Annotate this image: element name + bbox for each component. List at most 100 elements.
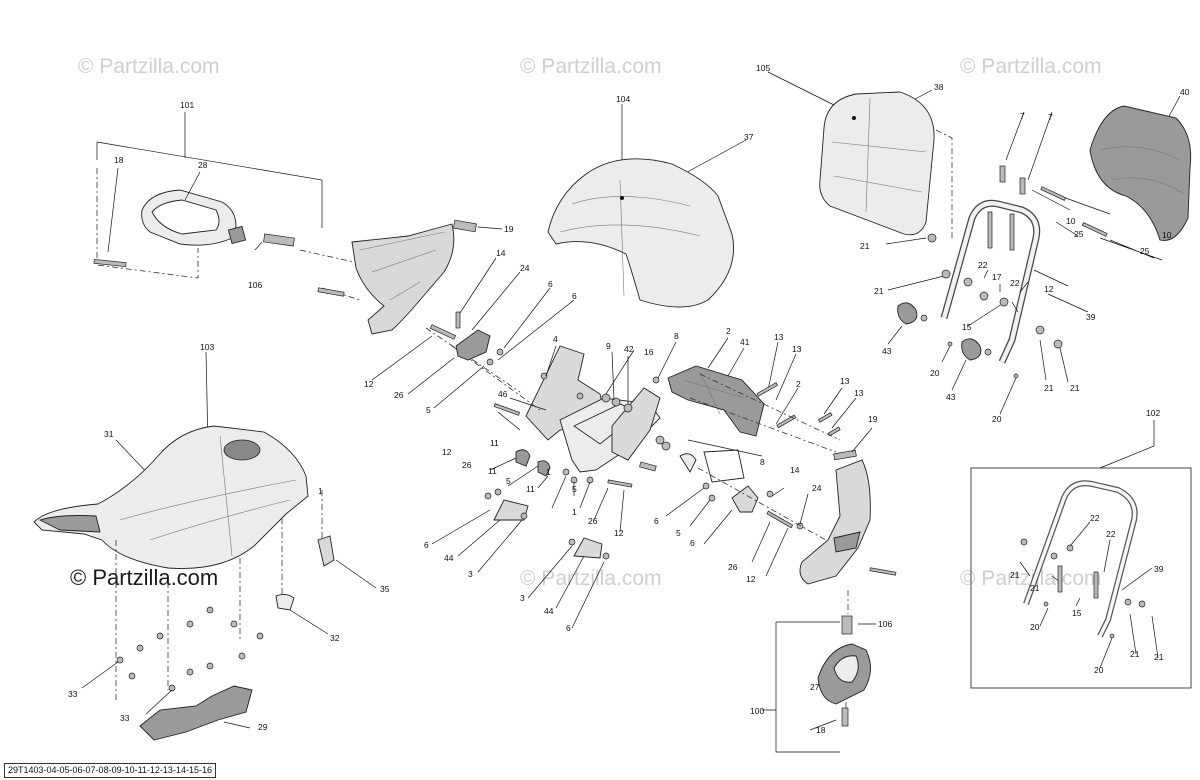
callout-18: 18 xyxy=(114,155,124,165)
callout-4: 4 xyxy=(553,334,558,344)
callout-5c: 5 xyxy=(572,484,577,494)
callout-21h: 21 xyxy=(1154,652,1164,662)
callout-21g: 21 xyxy=(1130,649,1140,659)
callout-103: 103 xyxy=(200,342,214,352)
callout-5b: 5 xyxy=(506,476,511,486)
callout-5a: 5 xyxy=(426,405,431,415)
callout-1a: 1 xyxy=(546,467,551,477)
callout-12b: 12 xyxy=(364,379,374,389)
callout-20c: 20 xyxy=(1030,622,1040,632)
callout-13d: 13 xyxy=(854,388,864,398)
callout-22a: 22 xyxy=(978,260,988,270)
callout-43a: 43 xyxy=(882,346,892,356)
callout-12d: 12 xyxy=(614,528,624,538)
callout-26c: 26 xyxy=(588,516,598,526)
watermark-mid-right: © Partzilla.com xyxy=(960,567,1102,590)
callout-14b: 14 xyxy=(790,465,800,475)
callout-12a: 12 xyxy=(1044,284,1054,294)
callout-46: 46 xyxy=(498,389,508,399)
callout-18b: 18 xyxy=(816,725,826,735)
callout-11b: 11 xyxy=(490,438,499,448)
callout-12e: 12 xyxy=(746,574,756,584)
callout-31: 31 xyxy=(104,429,114,439)
callout-11c: 11 xyxy=(526,484,535,494)
seat-104 xyxy=(547,104,747,308)
callout-10b: 10 xyxy=(1162,230,1172,240)
callout-22d: 22 xyxy=(1106,529,1116,539)
seat-103 xyxy=(33,351,377,741)
callout-13b: 13 xyxy=(792,344,802,354)
lower-center-parts xyxy=(431,449,841,629)
callout-28: 28 xyxy=(198,160,208,170)
callout-105: 105 xyxy=(756,63,770,73)
callout-29: 29 xyxy=(258,722,268,732)
luggage-rack-39 xyxy=(885,111,1163,415)
callout-38: 38 xyxy=(934,82,944,92)
group-102-box xyxy=(970,420,1192,689)
callout-26a: 26 xyxy=(394,390,404,400)
callout-21c: 21 xyxy=(1044,383,1054,393)
latch-44b xyxy=(573,537,603,559)
callout-101: 101 xyxy=(180,100,194,110)
latch-44a xyxy=(493,499,529,521)
callout-7a: 7 xyxy=(1020,111,1025,121)
callout-1b: 1 xyxy=(572,507,577,517)
callout-11a: 11 xyxy=(488,466,497,476)
backrest-105 xyxy=(767,71,953,240)
watermark-dark: © Partzilla.com xyxy=(70,565,218,590)
callout-20d: 20 xyxy=(1094,665,1104,675)
callout-2a: 2 xyxy=(726,326,731,336)
watermark-top-right: © Partzilla.com xyxy=(960,55,1102,78)
callout-102: 102 xyxy=(1146,408,1160,418)
screw-7a xyxy=(999,165,1006,183)
callout-37: 37 xyxy=(744,132,754,142)
center-mechanism xyxy=(425,327,857,473)
group-101-passenger-handle xyxy=(93,112,323,279)
callout-25a: 25 xyxy=(1074,229,1084,239)
callout-20a: 20 xyxy=(930,368,940,378)
left-hinge xyxy=(371,257,575,409)
pan-29 xyxy=(139,685,253,741)
callout-7b: 7 xyxy=(1048,112,1053,122)
callout-42: 42 xyxy=(624,344,634,354)
callout-25b: 25 xyxy=(1140,246,1150,256)
latch-right xyxy=(731,485,759,513)
spacer-part xyxy=(263,233,295,247)
callout-13a: 13 xyxy=(774,332,784,342)
callout-21e: 21 xyxy=(1010,570,1020,580)
callout-106b: 106 xyxy=(878,619,892,629)
callout-21f: 21 xyxy=(1030,583,1040,593)
callout-44a: 44 xyxy=(444,553,454,563)
spring-43b xyxy=(961,338,982,361)
cover-40 xyxy=(1089,95,1192,241)
callout-3a: 3 xyxy=(468,569,473,579)
callout-6f: 6 xyxy=(566,623,571,633)
callout-6d: 6 xyxy=(690,538,695,548)
callout-10a: 10 xyxy=(1066,216,1076,226)
callout-33b: 33 xyxy=(120,713,130,723)
callout-24b: 24 xyxy=(812,483,822,493)
callout-20b: 20 xyxy=(992,414,1002,424)
left-support-bracket xyxy=(299,219,503,335)
callout-21a: 21 xyxy=(860,241,870,251)
bolt-left xyxy=(317,287,345,297)
callout-12c: 12 xyxy=(442,447,452,457)
callout-106: 106 xyxy=(248,280,262,290)
diagram-code-label: 29T1403-04-05-06-07-08-09-10-11-12-13-14… xyxy=(4,763,216,778)
callout-40: 40 xyxy=(1180,87,1190,97)
callout-22b: 22 xyxy=(1010,278,1020,288)
nut-array xyxy=(116,606,264,692)
callout-35: 35 xyxy=(380,584,390,594)
spring-43a xyxy=(897,302,918,325)
callout-2b: 2 xyxy=(796,379,801,389)
watermark-mid-center: © Partzilla.com xyxy=(520,567,662,590)
callout-24a: 24 xyxy=(520,263,530,273)
callout-26b: 26 xyxy=(462,460,472,470)
sleeve-19 xyxy=(453,219,477,233)
callout-22c: 22 xyxy=(1090,513,1100,523)
callout-1c: 1 xyxy=(318,486,323,496)
callout-27: 27 xyxy=(810,682,820,692)
callout-39b: 39 xyxy=(1154,564,1164,574)
